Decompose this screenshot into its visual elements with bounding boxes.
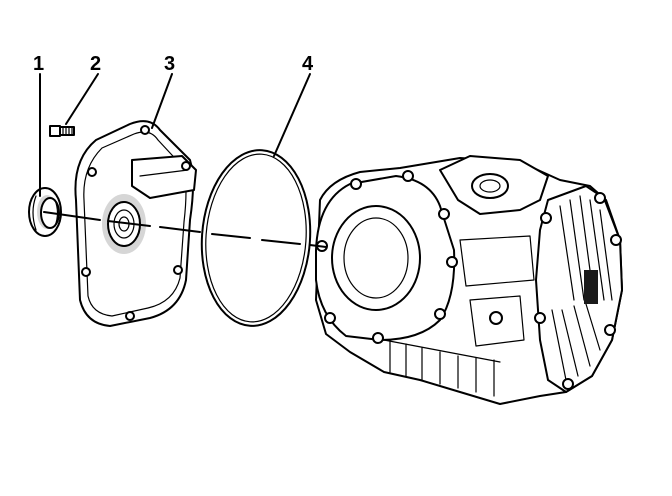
part-2-bolt — [49, 125, 75, 137]
callout-1: 1 — [33, 53, 44, 75]
housing-assembly — [315, 155, 623, 405]
leader-line-4 — [273, 73, 311, 157]
leader-line-2 — [65, 73, 99, 125]
callout-4: 4 — [302, 53, 314, 75]
callout-2: 2 — [90, 53, 101, 75]
leader-line-3 — [151, 73, 173, 129]
callout-3: 3 — [164, 53, 175, 75]
part-4-o-ring — [200, 149, 312, 327]
alignment-axis — [43, 211, 327, 248]
